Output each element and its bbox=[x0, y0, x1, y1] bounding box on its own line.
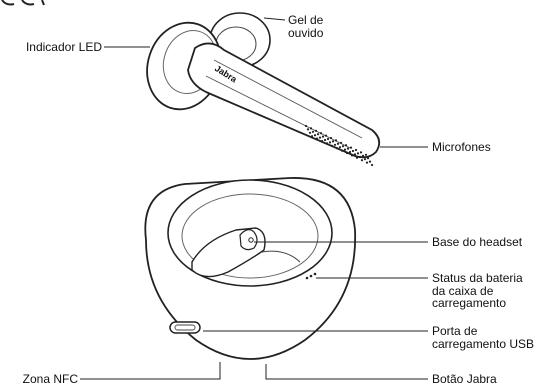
label-microphones: Microfones bbox=[432, 141, 491, 154]
label-led-indicator: Indicador LED bbox=[4, 41, 102, 54]
headset-earpiece: Jabra bbox=[136, 13, 379, 157]
label-jabra-button: Botão Jabra bbox=[432, 373, 497, 386]
label-ear-gel: Gel de ouvido bbox=[288, 14, 323, 39]
cropped-header-fragment bbox=[2, 0, 44, 5]
label-usb-port: Porta de carregamento USB bbox=[432, 325, 534, 350]
label-headset-base: Base do headset bbox=[432, 236, 522, 249]
label-nfc-zone: Zona NFC bbox=[4, 373, 78, 386]
label-battery-status: Status da bateria da caixa de carregamen… bbox=[432, 272, 523, 310]
usb-port bbox=[170, 322, 200, 333]
charging-case bbox=[145, 178, 355, 359]
